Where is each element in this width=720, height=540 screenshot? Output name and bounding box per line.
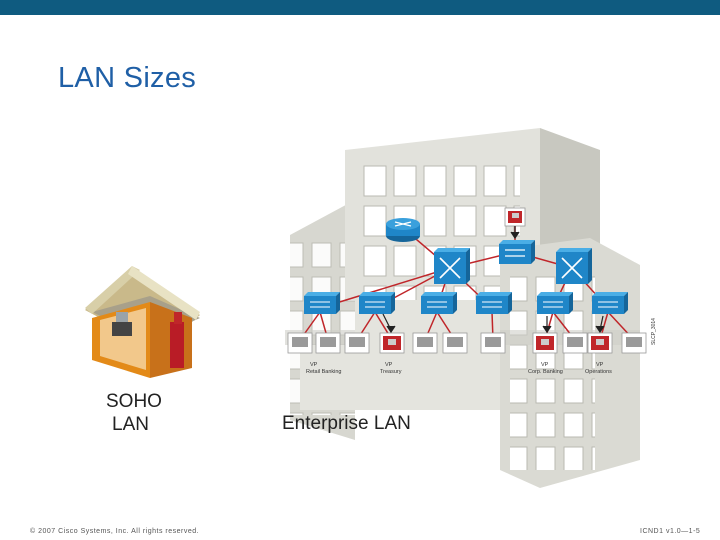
pc-icon [412,332,438,354]
vp-workstation-icon [532,332,558,354]
arrow-icon [510,226,520,240]
switch-icon [499,240,535,264]
switch-icon [359,292,395,314]
vp-workstation-icon [587,332,613,354]
access-switches [304,292,628,314]
pc-icon [287,332,313,354]
soho-house [85,266,200,378]
soho-label-line1: SOHO [106,391,162,412]
slide-title: LAN Sizes [58,62,197,94]
svg-text:Retail Banking: Retail Banking [306,369,341,375]
vp-label: VP Operations [585,362,612,375]
switch-icon [304,292,340,314]
pc-icon [480,332,506,354]
switch-icon [592,292,628,314]
svg-text:Corp. Banking: Corp. Banking [528,369,563,375]
side-code: SLCP_3014 [651,318,657,345]
soho-desk-icon [112,322,132,336]
soho-lan-label: SOHO LAN [106,390,162,436]
footer-course: ICND1 v1.0—1-5 [640,528,701,535]
soho-door-icon [170,322,184,368]
svg-text:VP: VP [541,362,549,368]
footer-copyright: © 2007 Cisco Systems, Inc. All rights re… [30,528,200,535]
pc-icon [621,332,647,354]
switch-icon [537,292,573,314]
router-icon [386,218,420,242]
svg-text:VP: VP [310,362,318,368]
top-bar [0,0,720,15]
multilayer-switch-icon [434,248,470,284]
arrows [382,313,605,334]
vp-workstation-icon [379,332,405,354]
svg-text:VP: VP [596,362,604,368]
pc-icon [344,332,370,354]
switch-icon [476,292,512,314]
pc-icon [442,332,468,354]
multilayer-switch-icon [556,248,592,284]
switch-icon [421,292,457,314]
enterprise-lan-label: Enterprise LAN [282,413,411,434]
vp-label: VP Retail Banking [306,362,341,375]
pc-icon [315,332,341,354]
svg-text:VP: VP [385,362,393,368]
svg-text:Treasury: Treasury [380,369,402,375]
vp-workstation-icon [504,207,526,227]
pc-row [287,332,647,354]
soho-pc-icon [116,312,128,322]
vp-label: VP Treasury [380,362,402,375]
svg-text:Operations: Operations [585,369,612,375]
pc-icon [562,332,588,354]
vp-label: VP Corp. Banking [528,362,563,375]
soho-label-line2: LAN [112,414,149,435]
